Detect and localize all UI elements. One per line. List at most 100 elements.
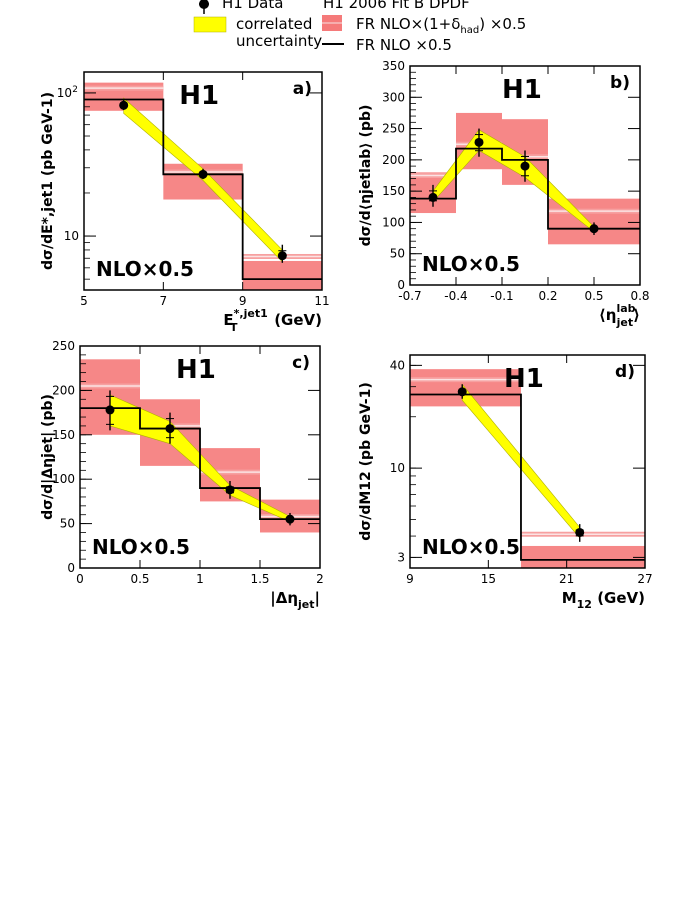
plot-area — [410, 369, 645, 568]
y-tick-label: 200 — [382, 153, 405, 167]
x-tick-label: 0.5 — [584, 289, 603, 303]
data-marker — [225, 485, 235, 495]
y-tick-exponent: 2 — [72, 85, 78, 95]
data-marker — [285, 514, 295, 524]
data-marker — [119, 100, 129, 110]
plot-frame — [83, 71, 323, 291]
chart-title: H1 — [504, 364, 544, 394]
x-tick-label: 1 — [196, 572, 204, 586]
x-tick-label: 9 — [239, 294, 247, 308]
x-tick-label: 0.5 — [130, 572, 149, 586]
data-marker — [277, 251, 287, 261]
x-axis-label: M12 (GeV) — [562, 589, 645, 611]
y-axis-label: dσ/d⟨ηjetlab⟩ (pb) — [358, 105, 374, 247]
y-tick-label: 150 — [382, 184, 405, 198]
data-point — [575, 524, 585, 542]
scale-note: NLO×0.5 — [422, 535, 520, 559]
x-tick-label: 1.5 — [250, 572, 269, 586]
panel-label: b) — [610, 73, 630, 93]
y-tick-label: 3 — [397, 550, 405, 564]
chart-title: H1 — [176, 355, 216, 385]
nlo-had-band — [520, 545, 645, 568]
legend-had-label: FR NLO×(1+δhad) ×0.5 — [356, 15, 526, 36]
x-tick-label: 0.2 — [538, 289, 557, 303]
y-axis-label: dσ/dE*,jet1 (pb GeV-1) — [40, 92, 56, 270]
y-axis-label: dσ/dM12 (pb GeV-1) — [358, 382, 374, 540]
legend-data-marker — [199, 0, 209, 14]
nlo-histogram — [410, 147, 640, 230]
data-marker — [575, 527, 585, 537]
scale-note: NLO×0.5 — [92, 535, 190, 559]
y-axis-label: dσ/d|Δηjet| (pb) — [40, 394, 56, 520]
data-point — [285, 512, 295, 526]
plot-area — [80, 359, 320, 533]
data-point — [589, 222, 599, 235]
y-tick-label: 0 — [397, 278, 405, 292]
x-tick-label: 9 — [406, 572, 414, 586]
x-tick-label: 15 — [481, 572, 496, 586]
data-point — [225, 480, 235, 499]
y-tick-label: 350 — [382, 60, 405, 73]
panel-label: a) — [293, 79, 312, 99]
x-tick-label: -0.7 — [398, 289, 421, 303]
y-tick-label: 40 — [390, 358, 405, 372]
data-point — [428, 184, 438, 207]
data-point — [105, 390, 115, 431]
x-tick-label: -0.4 — [444, 289, 467, 303]
y-tick-label: 50 — [390, 247, 405, 261]
data-point — [198, 168, 208, 180]
data-marker — [428, 192, 438, 202]
y-tick-label: 10 — [64, 229, 79, 243]
y-tick-label: 10 — [57, 86, 72, 100]
legend-data-label: H1 Data — [222, 0, 283, 12]
data-marker — [198, 169, 208, 179]
legend: H1 Data correlated uncertainty H1 2006 F… — [193, 0, 526, 54]
x-tick-label: 27 — [637, 572, 652, 586]
panel-label: d) — [615, 362, 635, 382]
data-marker — [105, 405, 115, 415]
y-tick-label: 250 — [382, 122, 405, 136]
x-tick-label: 21 — [559, 572, 574, 586]
y-tick-label: 50 — [60, 517, 75, 531]
nlo-histogram — [80, 407, 320, 521]
data-marker — [457, 387, 467, 397]
nlo-had-band — [242, 260, 322, 290]
x-tick-label: 7 — [160, 294, 168, 308]
legend-corr-swatch — [193, 16, 227, 33]
chart-title: H1 — [179, 81, 219, 111]
y-tick-label: 250 — [52, 340, 75, 353]
x-tick-label: 0.8 — [630, 289, 649, 303]
panel-b: -0.7 -0.4 -0.1 0.2 0.5 0.8 0 50 100 150 200 250 300 3… — [358, 60, 650, 329]
data-point — [277, 244, 287, 263]
data-marker — [520, 161, 530, 171]
legend-fit-label: H1 2006 Fit B DPDF — [323, 0, 470, 12]
data-marker — [474, 137, 484, 147]
data-point — [520, 150, 530, 182]
data-point — [165, 412, 175, 444]
data-marker — [589, 224, 599, 234]
plot-area — [410, 112, 640, 245]
y-tick-label: 200 — [52, 383, 75, 397]
scale-note: NLO×0.5 — [422, 252, 520, 276]
x-tick-label: 0 — [76, 572, 84, 586]
data-point — [119, 100, 129, 110]
x-axis-label: |Δηjet| — [270, 589, 320, 611]
panel-label: c) — [292, 353, 310, 373]
y-tick-label: 100 — [52, 472, 75, 486]
y-tick-label: 300 — [382, 90, 405, 104]
plot-frame — [409, 65, 641, 286]
legend-corr-label-2: uncertainty — [236, 32, 322, 50]
x-tick-label: 5 — [80, 294, 88, 308]
data-marker — [165, 424, 175, 434]
y-tick-label: 150 — [52, 428, 75, 442]
chart-title: H1 — [502, 75, 542, 105]
plot-frame — [409, 354, 646, 569]
scale-note: NLO×0.5 — [96, 257, 194, 281]
y-tick-label: 100 — [382, 215, 405, 229]
x-tick-label: -0.1 — [490, 289, 513, 303]
